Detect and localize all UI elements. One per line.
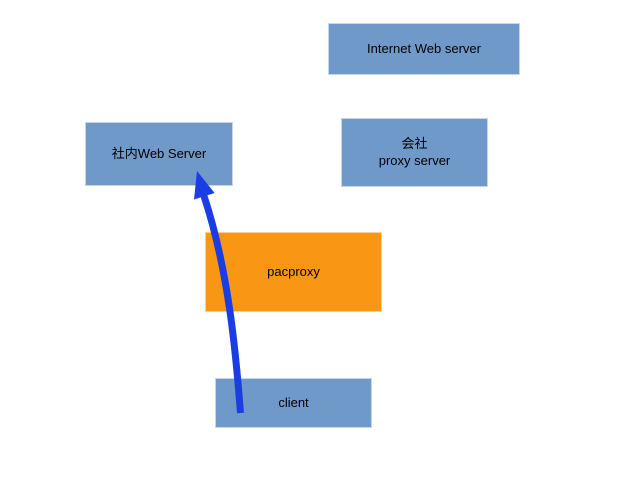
node-internet-web-server-label: Internet Web server — [367, 40, 481, 56]
node-client-label: client — [278, 394, 309, 410]
node-kaisha-proxy-server-label-line2: proxy server — [378, 152, 451, 168]
node-pacproxy: pacproxy — [205, 232, 382, 312]
node-shanai-web-server: 社内Web Server — [85, 122, 233, 186]
node-kaisha-proxy-server-label-line1: 会社 — [401, 136, 428, 152]
node-internet-web-server: Internet Web server — [328, 23, 520, 75]
node-pacproxy-label: pacproxy — [267, 263, 320, 279]
node-kaisha-proxy-server: 会社 proxy server — [341, 118, 488, 187]
node-client: client — [215, 378, 372, 428]
node-shanai-web-server-label: 社内Web Server — [111, 145, 207, 161]
